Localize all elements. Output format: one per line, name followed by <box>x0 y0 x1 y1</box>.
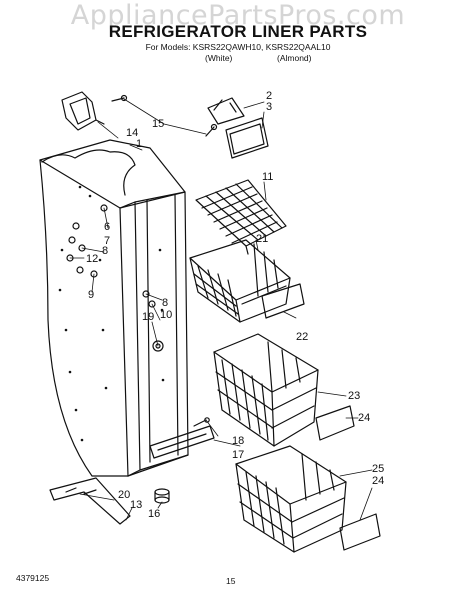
callout-19: 19 <box>142 311 154 323</box>
screw-part <box>193 417 210 427</box>
lamp-cover-part <box>225 117 269 159</box>
callout-15: 15 <box>152 118 164 130</box>
callout-23: 23 <box>348 390 360 402</box>
color-white-label: (White) <box>205 53 233 63</box>
callout-11: 11 <box>262 171 273 183</box>
leveler-part <box>154 488 170 504</box>
leader-lines <box>69 98 373 521</box>
callout-8b: 8 <box>162 297 168 309</box>
callout-6: 6 <box>104 221 110 233</box>
bottom-basket-part <box>235 445 347 553</box>
callout-2: 2 <box>266 90 272 102</box>
basket-front-part <box>315 405 381 551</box>
watermark: AppliancePartsPros.com <box>70 0 406 31</box>
callout-8: 8 <box>102 245 108 257</box>
callout-7: 7 <box>104 235 110 247</box>
callout-21: 21 <box>256 233 268 245</box>
callout-22: 22 <box>296 331 308 343</box>
upper-basket-part <box>189 239 291 323</box>
model-numbers: For Models: KSRS22QAWH10, KSRS22QAAL10 <box>145 42 331 52</box>
basket-front-part <box>261 283 305 319</box>
callout-1: 1 <box>136 138 142 150</box>
page-number: 15 <box>226 576 236 586</box>
page-title: REFRIGERATOR LINER PARTS <box>108 22 368 41</box>
callout-12: 12 <box>86 253 98 265</box>
callout-13: 13 <box>130 499 142 511</box>
document-number: 4379125 <box>16 573 50 583</box>
callout-20: 20 <box>118 489 130 501</box>
lower-hinge-part <box>49 477 131 525</box>
liner-part <box>39 139 189 477</box>
color-almond-label: (Almond) <box>277 53 312 63</box>
callout-24: 24 <box>358 412 370 424</box>
callout-3: 3 <box>266 101 272 113</box>
callout-16: 16 <box>148 508 160 520</box>
callout-10: 10 <box>160 309 172 321</box>
bottom-bracket-part <box>149 425 215 459</box>
wire-shelf-part <box>195 179 287 255</box>
lamp-socket-part <box>207 97 245 125</box>
callout-17: 17 <box>232 449 244 461</box>
hinge-bracket-part <box>61 91 105 131</box>
callout-25: 25 <box>372 463 384 475</box>
large-basket-part <box>213 333 319 447</box>
callout-9: 9 <box>88 289 94 301</box>
callout-14: 14 <box>126 127 138 139</box>
callout-24b: 24 <box>372 475 384 487</box>
callout-18: 18 <box>232 435 244 447</box>
screw-part <box>111 94 218 137</box>
